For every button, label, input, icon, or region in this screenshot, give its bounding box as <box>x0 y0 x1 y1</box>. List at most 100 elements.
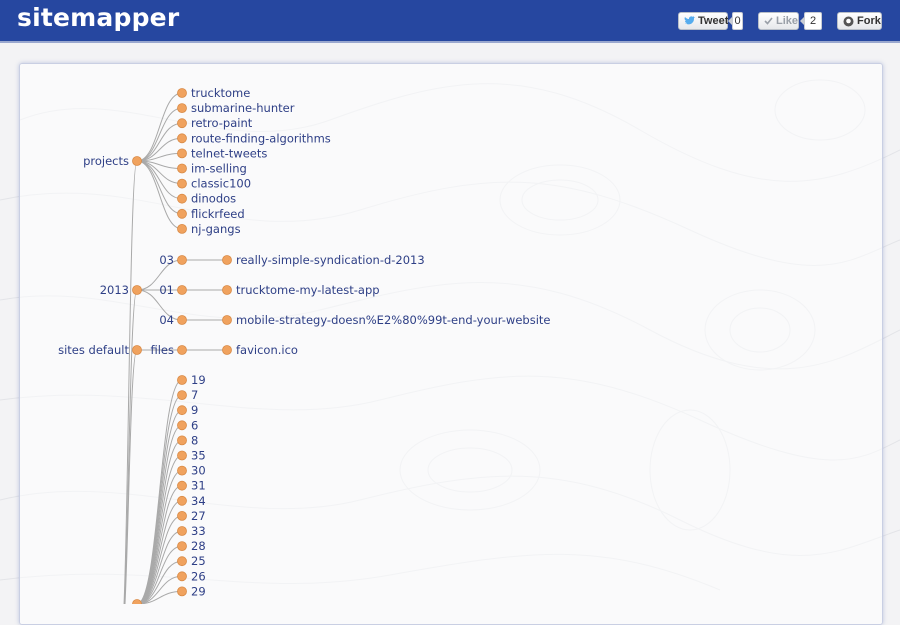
node-label[interactable]: favicon.ico <box>236 343 298 357</box>
node-dot[interactable] <box>177 133 187 144</box>
tree-node[interactable]: 30 <box>177 464 206 478</box>
node-dot[interactable] <box>132 156 142 166</box>
node-dot[interactable] <box>222 345 232 355</box>
tree-node[interactable]: 04 <box>159 313 187 327</box>
tree-node[interactable]: trucktome <box>177 86 251 100</box>
node-label[interactable]: 19 <box>191 373 206 387</box>
node-dot[interactable] <box>177 450 187 461</box>
node-label[interactable]: nj-gangs <box>191 222 241 236</box>
node-dot[interactable] <box>177 420 187 431</box>
node-label[interactable]: 33 <box>191 524 206 538</box>
tweet-button[interactable]: Tweet <box>678 12 728 30</box>
node-dot[interactable] <box>177 495 187 506</box>
node-dot[interactable] <box>177 193 187 204</box>
tree-node[interactable]: 25 <box>177 554 206 568</box>
node-label[interactable]: flickrfeed <box>191 207 245 221</box>
tree-node[interactable]: 03 <box>159 253 187 267</box>
tree-node[interactable]: mobile-strategy-doesn%E2%80%99t-end-your… <box>222 313 551 327</box>
node-dot[interactable] <box>177 375 187 385</box>
node-label[interactable]: dinodos <box>191 192 236 206</box>
tree-node[interactable]: classic100 <box>177 177 252 191</box>
node-dot[interactable] <box>177 148 187 159</box>
node-label[interactable]: 9 <box>191 403 198 417</box>
node-label[interactable]: really-simple-syndication-d-2013 <box>236 253 425 267</box>
node-dot[interactable] <box>177 255 187 265</box>
node-dot[interactable] <box>177 103 187 113</box>
node-dot[interactable] <box>177 526 187 536</box>
tree-node[interactable]: 27 <box>177 509 206 523</box>
like-button[interactable]: Like <box>758 12 799 30</box>
node-dot[interactable] <box>177 390 187 401</box>
node-dot[interactable] <box>177 285 187 295</box>
node-label[interactable]: 34 <box>191 494 206 508</box>
tree-node[interactable]: nj-gangs <box>177 222 241 236</box>
tree-node[interactable]: really-simple-syndication-d-2013 <box>222 253 425 267</box>
node-label[interactable]: files <box>150 343 174 357</box>
node-label[interactable]: 31 <box>191 479 206 493</box>
node-label[interactable]: 28 <box>191 539 206 553</box>
node-dot[interactable] <box>177 315 187 325</box>
node-dot[interactable] <box>132 285 142 295</box>
node-label[interactable]: 26 <box>191 569 206 583</box>
node-dot[interactable] <box>177 571 187 582</box>
node-label[interactable]: 7 <box>191 388 198 402</box>
node-label[interactable]: 25 <box>191 554 206 568</box>
tree-node[interactable]: flickrfeed <box>177 207 245 221</box>
tree-node[interactable]: im-selling <box>177 162 247 176</box>
node-dot[interactable] <box>177 480 187 491</box>
tree-node[interactable]: 28 <box>177 539 206 553</box>
tree-node[interactable]: submarine-hunter <box>177 101 295 115</box>
tree-node[interactable]: favicon.ico <box>222 343 298 357</box>
node-label[interactable]: 01 <box>159 283 174 297</box>
node-dot[interactable] <box>222 315 232 325</box>
app-logo[interactable]: sitemapper <box>17 3 180 32</box>
node-dot[interactable] <box>177 435 187 446</box>
node-label[interactable]: 30 <box>191 464 206 478</box>
node-dot[interactable] <box>222 285 232 295</box>
tree-node[interactable]: 6 <box>177 418 199 432</box>
node-label[interactable]: mobile-strategy-doesn%E2%80%99t-end-your… <box>236 313 550 327</box>
tree-node[interactable]: 9 <box>177 403 199 417</box>
node-label[interactable]: 27 <box>191 509 206 523</box>
tree-node[interactable] <box>132 599 142 605</box>
tree-node[interactable]: retro-paint <box>177 116 253 130</box>
node-dot[interactable] <box>177 223 187 234</box>
tree-node[interactable]: files <box>150 343 187 357</box>
node-label[interactable]: 04 <box>159 313 174 327</box>
node-label[interactable]: submarine-hunter <box>191 101 295 115</box>
tree-node[interactable]: 29 <box>177 584 206 598</box>
tree-node[interactable]: 31 <box>177 479 206 493</box>
node-label[interactable]: 29 <box>191 584 206 598</box>
node-dot[interactable] <box>177 586 187 597</box>
tree-node[interactable]: 2013 <box>100 283 142 297</box>
node-dot[interactable] <box>177 511 187 521</box>
node-dot[interactable] <box>177 465 187 476</box>
tree-node[interactable]: 34 <box>177 494 206 508</box>
node-label[interactable]: sites default <box>58 343 129 357</box>
node-label[interactable]: 2013 <box>100 283 129 297</box>
tree-node[interactable]: 8 <box>177 433 199 447</box>
fork-button[interactable]: Fork <box>837 12 882 30</box>
node-label[interactable]: projects <box>83 154 129 168</box>
node-dot[interactable] <box>222 255 232 265</box>
node-label[interactable]: trucktome <box>191 86 250 100</box>
node-dot[interactable] <box>177 118 187 129</box>
node-dot[interactable] <box>177 405 187 416</box>
node-label[interactable]: classic100 <box>191 177 251 191</box>
node-label[interactable]: 03 <box>159 253 174 267</box>
tree-node[interactable]: trucktome-my-latest-app <box>222 283 380 297</box>
tree-node[interactable]: telnet-tweets <box>177 146 268 160</box>
tree-node[interactable]: projects <box>83 154 142 168</box>
tree-node[interactable]: 7 <box>177 388 199 402</box>
node-label[interactable]: 35 <box>191 449 206 463</box>
tree-node[interactable]: 26 <box>177 569 206 583</box>
node-dot[interactable] <box>177 345 187 355</box>
tree-node[interactable]: 35 <box>177 449 206 463</box>
node-dot[interactable] <box>177 163 187 174</box>
node-dot[interactable] <box>177 178 187 189</box>
tree-node[interactable]: sites default <box>58 343 142 357</box>
node-label[interactable]: retro-paint <box>191 116 253 130</box>
node-label[interactable]: telnet-tweets <box>191 146 267 160</box>
node-dot[interactable] <box>132 345 142 355</box>
node-dot[interactable] <box>177 208 187 219</box>
